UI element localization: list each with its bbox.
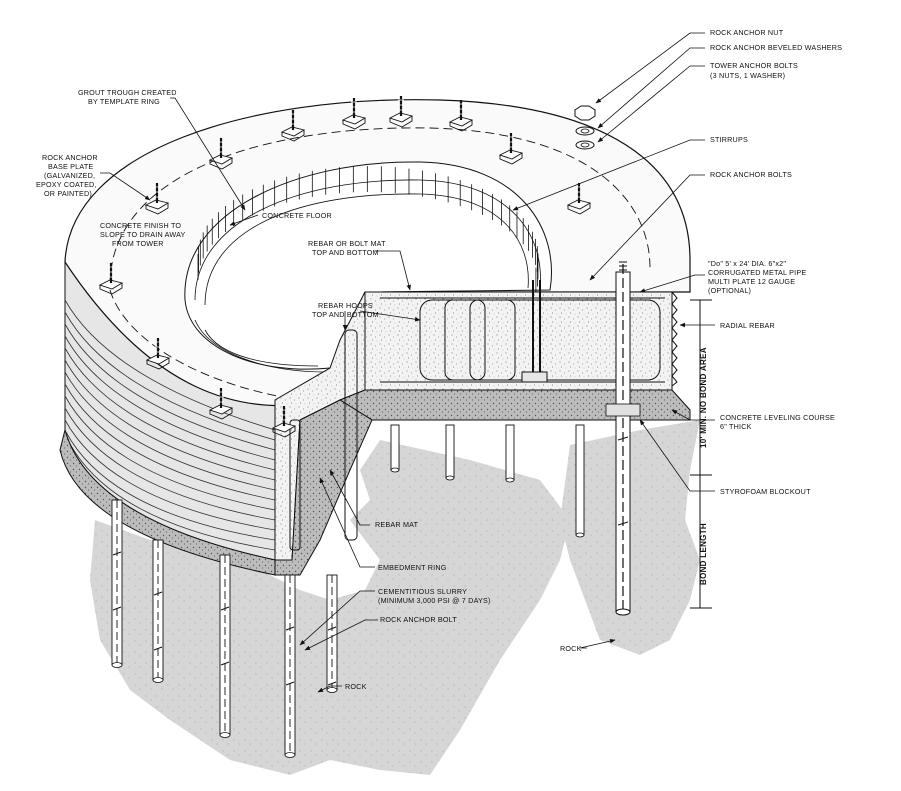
bolt-thread	[218, 141, 224, 153]
label-min-no-bond: 10' MIN. NO BOND AREA	[699, 347, 708, 448]
label-rock-anchor-bolts: ROCK ANCHOR BOLTS	[710, 170, 792, 179]
pile-end	[326, 687, 338, 693]
bolt-thread	[218, 391, 224, 403]
label-rebar-mat: REBAR MAT	[375, 520, 419, 529]
label-rock-right: ROCK	[560, 644, 582, 653]
cut-section	[59, 291, 691, 576]
callout-labels: ROCK ANCHOR NUT ROCK ANCHOR BEVELED WASH…	[36, 28, 842, 691]
bolt-thread	[108, 266, 114, 278]
pile	[575, 424, 585, 536]
pile-end	[152, 677, 164, 683]
base-plate-edge	[146, 358, 170, 370]
base-plate-edge	[99, 283, 123, 295]
rock-anchor-bolt-right	[605, 261, 641, 616]
label-pipe: "Do" 5' x 24' DIA. 6"x2"	[708, 259, 786, 268]
pile	[505, 424, 515, 481]
bolt-thread	[576, 186, 582, 198]
pile-break	[153, 591, 163, 651]
tower-anchor-bolt-section	[521, 280, 548, 383]
pile-end	[390, 467, 400, 473]
label-concrete-finish-2: SLOPE TO DRAIN AWAY	[100, 230, 186, 239]
pile-end	[284, 752, 296, 758]
piles-under-slab	[390, 424, 585, 538]
base-plate-edge	[209, 408, 233, 420]
label-base-plate-3: (GALVANIZED,	[44, 171, 95, 180]
pile-end	[445, 475, 455, 481]
bolt-circle	[109, 127, 651, 286]
label-concrete-finish-3: FROM TOWER	[112, 239, 164, 248]
label-grout-trough: GROUT TROUGH CREATED	[78, 88, 177, 97]
label-slurry: CEMENTITIOUS SLURRY	[378, 587, 467, 596]
bolt-thread	[458, 103, 464, 115]
base-plate-edge	[281, 130, 305, 142]
bolt-thread	[351, 101, 357, 113]
base-plate-edge	[567, 203, 591, 215]
base-plate-edge	[272, 426, 296, 438]
label-leveling-course: CONCRETE LEVELING COURSE	[720, 413, 835, 422]
leader-lines	[100, 32, 715, 693]
label-rebar-mat-tb-2: TOP AND BOTTOM	[312, 248, 379, 257]
pile-break	[327, 626, 337, 686]
pile-break	[220, 606, 230, 666]
label-concrete-finish: CONCRETE FINISH TO	[100, 221, 181, 230]
nut-and-washers	[574, 105, 596, 150]
base-plate-edge	[389, 116, 413, 128]
bolt-thread	[398, 99, 404, 111]
label-embedment-ring: EMBEDMENT RING	[378, 563, 447, 572]
label-pipe-2: CORRUGATED METAL PIPE	[708, 268, 806, 277]
bolt-thread	[290, 113, 296, 125]
label-slurry-2: (MINIMUM 3,000 PSI @ 7 DAYS)	[378, 596, 491, 605]
bolt-thread	[281, 409, 287, 421]
label-rebar-mat-tb: REBAR OR BOLT MAT	[308, 239, 386, 248]
template-ring-rebar	[194, 179, 541, 373]
bolt-thread	[154, 186, 160, 198]
base-plate-edge	[342, 118, 366, 130]
base-plate-edge	[209, 158, 233, 170]
pile-break	[112, 551, 122, 611]
pile	[445, 424, 455, 479]
bolt-thread	[508, 136, 514, 148]
pile-break	[285, 626, 295, 686]
bolt-thread	[155, 341, 161, 353]
label-base-plate-2: BASE PLATE	[48, 162, 93, 171]
label-rock-anchor-nut: ROCK ANCHOR NUT	[710, 28, 784, 37]
label-base-plate-5: OR PAINTED)	[44, 189, 92, 198]
pile	[390, 424, 400, 471]
label-styrofoam: STYROFOAM BLOCKOUT	[720, 487, 811, 496]
label-rock-left: ROCK	[345, 682, 367, 691]
pile-end	[505, 477, 515, 483]
anchor-base-plates	[98, 96, 592, 438]
label-beveled-washers: ROCK ANCHOR BEVELED WASHERS	[710, 43, 842, 52]
label-base-plate-4: EPOXY COATED,	[36, 180, 97, 189]
label-base-plate: ROCK ANCHOR	[42, 153, 98, 162]
label-rebar-hoops-2: TOP AND BOTTOM	[312, 310, 379, 319]
label-concrete-floor: CONCRETE FLOOR	[262, 211, 332, 220]
label-leveling-course-2: 6" THICK	[720, 422, 752, 431]
label-tower-bolts: TOWER ANCHOR BOLTS	[710, 61, 798, 70]
label-rebar-hoops: REBAR HOOPS	[318, 301, 373, 310]
rock-anchor-piles	[111, 499, 338, 758]
label-radial-rebar: RADIAL REBAR	[720, 321, 775, 330]
base-plate-edge	[499, 153, 523, 165]
label-bond-length: BOND LENGTH	[699, 523, 708, 585]
pile-end	[219, 732, 231, 738]
pile-end	[575, 532, 585, 538]
label-pipe-3: MULTI PLATE 12 GAUGE	[708, 277, 795, 286]
dimension-lines	[690, 299, 712, 609]
label-pipe-4: (OPTIONAL)	[708, 286, 751, 295]
label-grout-trough-2: BY TEMPLATE RING	[88, 97, 160, 106]
pile	[152, 539, 164, 681]
base-plate-edge	[145, 203, 169, 215]
label-tower-bolts-note: (3 NUTS, 1 WASHER)	[710, 71, 785, 80]
label-rock-anchor-bolt: ROCK ANCHOR BOLT	[380, 615, 457, 624]
label-stirrups: STIRRUPS	[710, 135, 748, 144]
base-plate-edge	[449, 120, 473, 132]
pile-end	[111, 662, 123, 668]
